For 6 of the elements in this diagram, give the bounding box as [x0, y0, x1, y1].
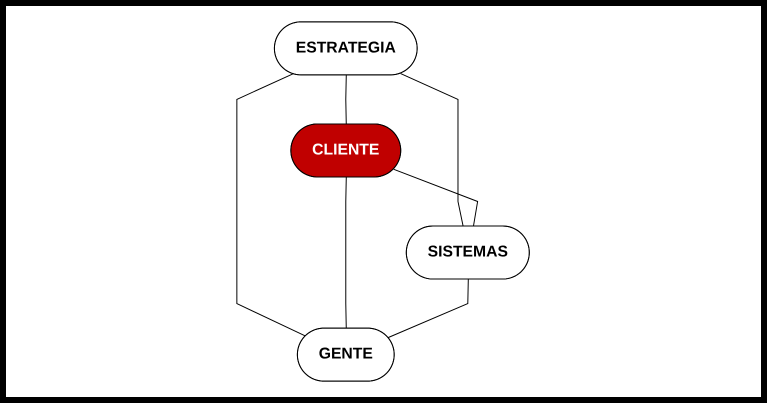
connector — [400, 73, 464, 228]
connector — [394, 168, 479, 228]
connector — [388, 279, 470, 338]
connector — [236, 73, 307, 337]
connector — [346, 176, 348, 330]
connector — [346, 74, 348, 125]
